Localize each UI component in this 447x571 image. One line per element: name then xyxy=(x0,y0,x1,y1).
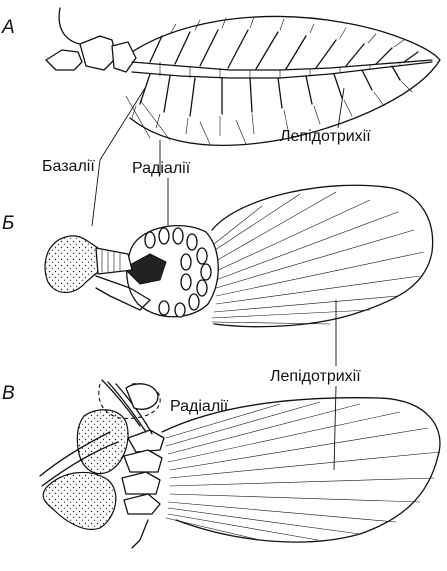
label-lepidotrichia-a: Лепідотрихії xyxy=(280,128,371,146)
label-basalia: Базалії xyxy=(42,158,95,176)
label-radialia-c: Радіалії xyxy=(170,398,228,416)
label-radialia-b: Радіалії xyxy=(132,160,190,178)
panel-label-c: В xyxy=(2,384,15,404)
label-lepidotrichia-bc: Лепідотрихії xyxy=(270,368,361,386)
fin-c-drawing xyxy=(40,380,440,548)
fin-a-drawing xyxy=(46,8,440,145)
panel-label-a: А xyxy=(2,18,15,38)
fin-b-drawing xyxy=(45,185,433,326)
panel-label-b: Б xyxy=(2,214,14,234)
